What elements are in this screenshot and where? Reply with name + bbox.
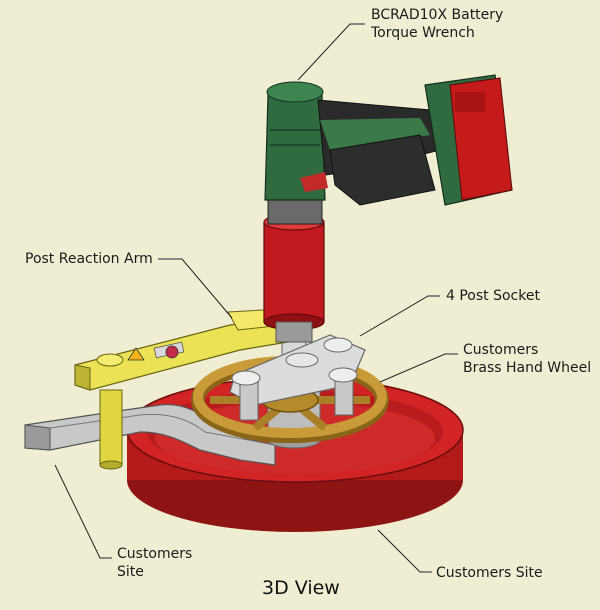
hand-wheel-label: Customers Brass Hand Wheel (463, 341, 591, 377)
leader-site-right (377, 529, 432, 573)
four-post-socket (229, 334, 366, 421)
reaction-arm-label: Post Reaction Arm (25, 251, 153, 267)
leader-hand-wheel (379, 353, 458, 383)
post-socket-label: 4 Post Socket (446, 288, 540, 304)
site-left-label: Customers Site (117, 545, 192, 581)
leader-post-socket (359, 295, 440, 337)
leader-wrench (297, 23, 365, 81)
leader-site-left (54, 464, 112, 559)
hand-wheel-label-line1: Customers (463, 342, 539, 358)
battery-torque-wrench (264, 74, 513, 225)
wrench-label: BCRAD10X Battery Torque Wrench (371, 6, 503, 42)
leader-reaction-arm (158, 258, 233, 319)
site-right-label: Customers Site (436, 565, 543, 581)
socket-extension (263, 213, 325, 343)
wrench-label-line2: Torque Wrench (371, 25, 475, 41)
customers-site-bracket (24, 403, 276, 466)
view-title: 3D View (262, 577, 340, 599)
wrench-label-line1: BCRAD10X Battery (371, 7, 504, 23)
site-left-label-line1: Customers (117, 546, 193, 562)
site-left-label-line2: Site (117, 564, 144, 580)
hand-wheel-label-line2: Brass Hand Wheel (463, 360, 592, 376)
leader-lines (54, 23, 458, 573)
